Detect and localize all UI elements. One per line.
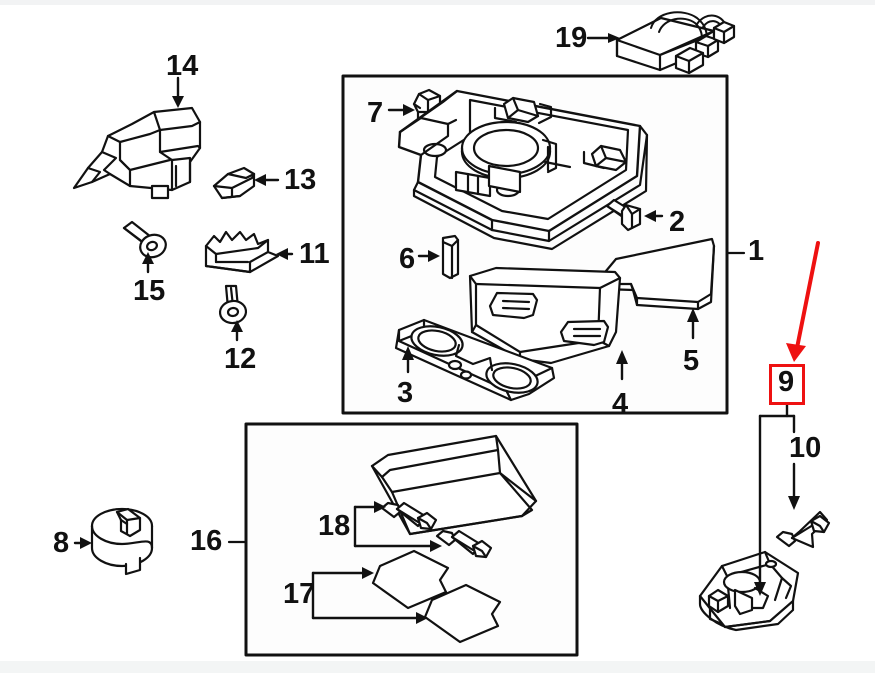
callout-1[interactable]: 1 [748,235,765,267]
leader-10 [788,462,800,510]
console-housing [397,89,649,251]
callout-4[interactable]: 4 [612,388,629,420]
part-9-reading-lamp [698,550,800,632]
page-bottom-edge-strip [0,661,875,673]
part-14-bracket [72,106,202,200]
leader-3 [402,346,414,374]
leader-17 [311,567,428,624]
callout-6[interactable]: 6 [399,243,416,275]
highlighted-part-box[interactable] [769,364,805,405]
callout-2[interactable]: 2 [669,206,686,238]
callout-13[interactable]: 13 [284,164,317,196]
callout-16[interactable]: 16 [190,525,223,557]
callout-17[interactable]: 17 [283,578,316,610]
part-3-bezel-plate [394,318,556,402]
callout-19[interactable]: 19 [555,22,588,54]
callout-7[interactable]: 7 [367,97,384,129]
part-19-harness-module [615,11,736,75]
part-17-lens-a [371,549,450,610]
page-top-edge-strip [0,0,875,5]
highlighted-part-number: 9 [778,366,795,398]
callout-12[interactable]: 12 [224,343,257,375]
callout-14[interactable]: 14 [166,50,199,82]
leader-6 [417,250,440,262]
callout-3[interactable]: 3 [397,377,414,409]
callout-11[interactable]: 11 [299,238,330,270]
part-15-screw [122,220,167,259]
part-4-lens [468,266,622,365]
part-2-screw [605,198,642,232]
leader-15 [142,252,154,274]
leader-12 [231,320,243,342]
red-pointer-arrow [786,241,820,362]
leader-13 [254,174,280,186]
callout-8[interactable]: 8 [53,527,70,559]
leader-18 [353,501,442,552]
leader-19 [586,33,620,43]
callout-18[interactable]: 18 [318,510,351,542]
leader-9-tree [754,403,796,596]
leader-14 [172,76,184,108]
part-12-screw [218,284,248,325]
part-18-bulb-b [435,529,493,559]
part-6-bulb [441,234,460,280]
callout-15[interactable]: 15 [133,275,166,307]
part-10-bulb [775,510,831,549]
leader-11 [276,248,294,260]
callout-5[interactable]: 5 [683,345,700,377]
callout-10[interactable]: 10 [789,432,822,464]
part-11-retainer [204,230,280,274]
leader-7 [387,104,415,116]
part-18-bulb-a [380,501,438,531]
part-8-round-cap [90,507,154,576]
leader-5 [687,308,699,340]
leader-4 [616,350,628,381]
leader-2 [644,210,664,222]
leader-8 [73,537,92,549]
part-17-lens-b [423,583,502,644]
